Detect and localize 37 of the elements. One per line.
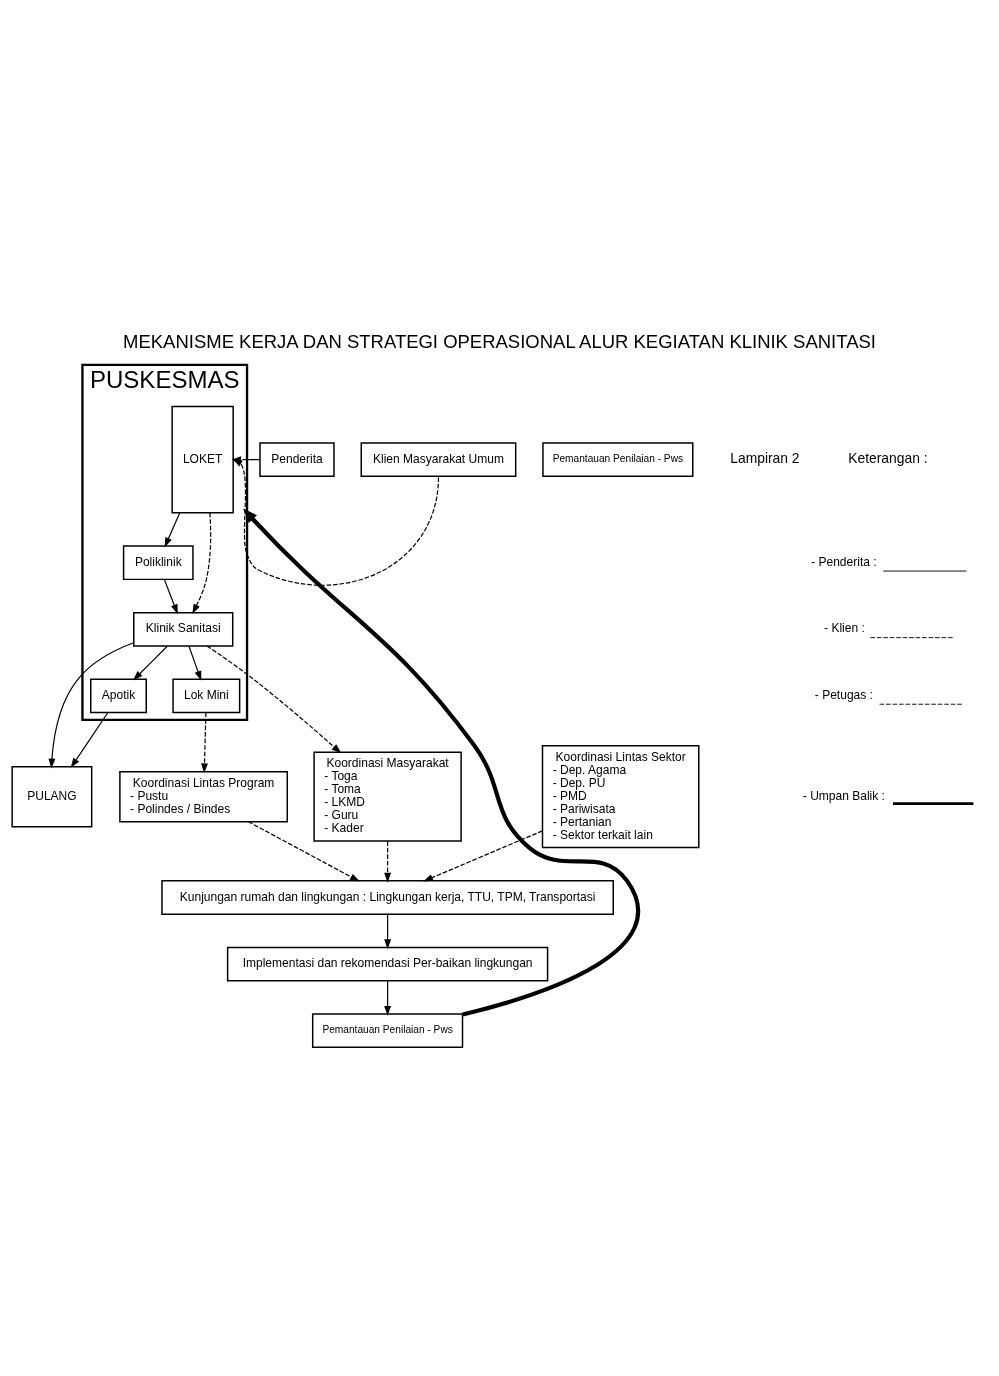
arrow <box>384 979 392 1016</box>
label: Lampiran 2 <box>730 449 800 466</box>
node-box: PULANG <box>11 765 93 827</box>
diagram-title: MEKANISME KERJA DAN STRATEGI OPERASIONAL ALUR KEGIATAN KLINIK SANITASI <box>123 330 876 352</box>
node-box: Klien Masyarakat Umum <box>360 441 517 477</box>
node-box: Koordinasi Lintas Sektor - Dep. Agama - Dep. PU - PMD - Pariwisata - Pertanian - Sektor terkait lain <box>541 744 700 848</box>
node-box: Koordinasi Masyarakat - Toga - Toma - LKMD - Guru - Kader <box>313 751 462 842</box>
arrow <box>164 511 181 547</box>
node-box: Klinik Sanitasi <box>133 611 234 647</box>
arrow <box>247 820 360 882</box>
arrow <box>206 644 342 753</box>
node-box: Koordinasi Lintas Program - Pustu - Polindes / Bindes <box>119 770 288 822</box>
legend-label: - Penderita : <box>811 554 877 569</box>
node-box: Kunjungan rumah dan lingkungan : Lingkungan kerja, TTU, TPM, Transportasi <box>161 879 614 915</box>
arrow <box>133 645 168 680</box>
node-box: Lok Mini <box>172 678 241 713</box>
arrow <box>163 578 178 614</box>
node-box: Implementasi dan rekomendasi Per-baikan lingkungan <box>226 946 549 981</box>
legend-label: - Petugas : <box>814 687 873 702</box>
node-box: Pemantauan Penilaian - Pws <box>311 1012 464 1048</box>
legend-label: - Umpan Balik : <box>802 788 885 803</box>
arrow <box>384 840 392 883</box>
arrow <box>423 829 543 881</box>
node-box: Apotik <box>90 678 147 713</box>
arrow <box>48 641 135 768</box>
node-box: Pemantauan Penilaian - Pws <box>542 441 694 477</box>
arrow <box>243 508 640 1017</box>
label: Keterangan : <box>848 449 928 466</box>
arrow <box>70 711 109 768</box>
arrow <box>192 511 212 614</box>
legend-label: - Klien : <box>824 620 865 635</box>
node-box: Penderita <box>259 441 335 477</box>
arrow <box>188 645 202 681</box>
arrow <box>384 913 392 949</box>
arrow <box>201 711 208 773</box>
node-box: LOKET <box>171 405 234 514</box>
node-box: Poliklinik <box>122 544 194 580</box>
